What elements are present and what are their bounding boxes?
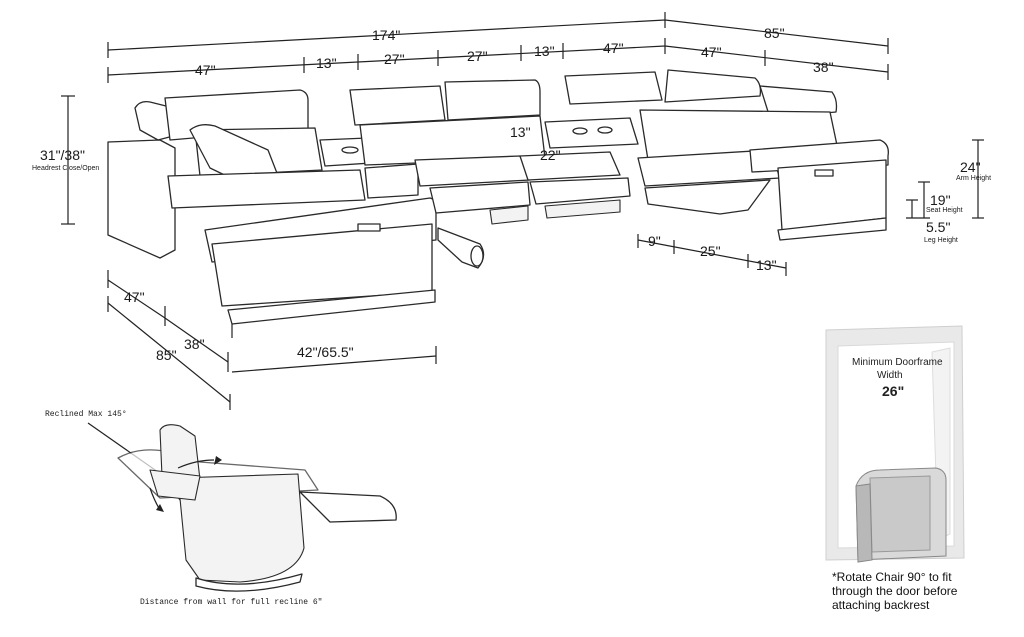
dim-console-height: 13" [510,124,531,140]
sectional-sofa-drawing [107,69,889,338]
doorframe-illustration [825,325,965,563]
dim-seat-depth: 22" [540,147,561,163]
dim-left-85: 85" [156,347,177,363]
dim-seg-27a: 27" [384,51,405,67]
door-title-line2: Width [877,370,903,381]
door-note-line3: attaching backrest [832,598,930,612]
dim-seg-13b: 13" [534,43,555,59]
height-dimension-lines [906,139,984,219]
dim-seg-left: 47" [195,62,216,78]
headrest-dimension [61,95,75,225]
leg-height-caption: Leg Height [924,237,958,244]
dim-25: 25" [700,243,721,259]
door-note-line2: through the door before [832,584,958,598]
wall-distance-label: Distance from wall for full recline 6" [140,598,322,607]
dim-seg-47c: 47" [701,44,722,60]
dim-overall-width: 174" [372,27,400,43]
door-note-line1: *Rotate Chair 90° to fit [832,570,952,584]
seat-height-caption: Seat Height [926,207,963,214]
door-width-value: 26" [882,383,904,399]
dim-seg-47b: 47" [603,40,624,56]
headrest-value: 31"/38" [40,147,85,163]
dim-left-47: 47" [124,289,145,305]
dim-right-depth: 85" [764,25,785,41]
dim-13: 13" [756,257,777,273]
left-dimension-lines [107,270,437,410]
dim-width-closed-open: 42"/65.5" [297,344,354,360]
recline-max-label: Reclined Max 145° [45,410,127,419]
seat-height-value: 19" [930,192,951,208]
dim-seg-27b: 27" [467,48,488,64]
headrest-caption: Headrest Close/Open [32,165,99,172]
leg-height-value: 5.5" [926,219,950,235]
door-title-line1: Minimum Doorframe [852,357,943,368]
arm-height-caption: Arm Height [956,175,991,182]
dim-seg-38: 38" [813,59,834,75]
dim-9: 9" [648,233,661,249]
footrest-dimension-lines [637,234,787,276]
dim-seg-13a: 13" [316,55,337,71]
dim-left-38: 38" [184,336,205,352]
recliner-illustration [87,422,397,592]
arm-height-value: 24" [960,159,981,175]
top-dimension-lines [107,12,889,83]
